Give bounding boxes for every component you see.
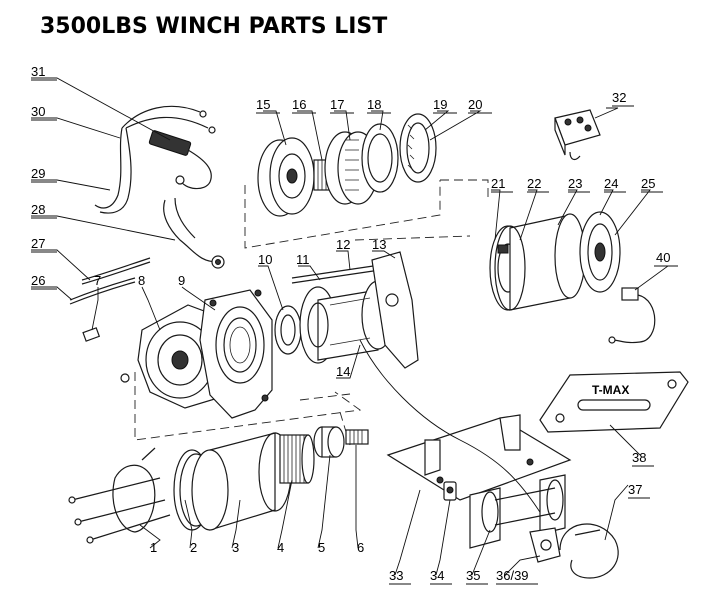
part-24-25-end-cap (579, 211, 621, 293)
part-36-39-clevis (529, 527, 561, 563)
callout-36-39: 36/39 (496, 568, 529, 583)
part-19-20-ring-gear (399, 113, 437, 183)
callout-5: 5 (318, 540, 325, 555)
callout-underlines (31, 79, 678, 585)
callout-31: 31 (31, 64, 45, 79)
part-15-brake (257, 137, 315, 217)
part-12-drum (299, 280, 395, 364)
part-28-cable (163, 197, 225, 269)
part-5-coupling (313, 426, 345, 458)
callout-34: 34 (430, 568, 444, 583)
callout-30: 30 (31, 104, 45, 119)
part-1-cover-bolts (68, 447, 171, 544)
callout-14: 14 (336, 364, 350, 379)
part-11-tie-bars (291, 264, 381, 284)
callout-20: 20 (468, 97, 482, 112)
part-32-contactor (554, 109, 601, 161)
callout-1: 1 (150, 540, 157, 555)
callout-37: 37 (628, 482, 642, 497)
part-14-wire-rope (359, 339, 546, 521)
callout-26: 26 (31, 273, 45, 288)
diagram-title: 3500LBS WINCH PARTS LIST (40, 14, 388, 39)
callout-40: 40 (656, 250, 670, 265)
part-40-switch-cable (608, 287, 656, 344)
callout-12: 12 (336, 237, 350, 252)
part-34-bolt (443, 481, 457, 501)
callout-3: 3 (232, 540, 239, 555)
part-27-26-battery-cables (69, 257, 151, 305)
callout-18: 18 (367, 97, 381, 112)
fairlead-brand-text: T-MAX (592, 383, 629, 397)
callout-11: 11 (296, 252, 310, 267)
callout-17: 17 (330, 97, 344, 112)
callout-38: 38 (632, 450, 646, 465)
callout-19: 19 (433, 97, 447, 112)
part-9-gear-housing (199, 289, 273, 419)
part-4-armature (279, 434, 315, 484)
part-23-motor (494, 213, 586, 311)
callout-32: 32 (612, 90, 626, 105)
part-3-motor-housing (191, 432, 292, 531)
callout-9: 9 (178, 273, 185, 288)
part-38-hawse-fairlead: T-MAX (539, 371, 689, 433)
part-13-end-plate (371, 251, 419, 369)
leader-lines (31, 77, 670, 576)
part-33-mounting-plate (386, 414, 572, 501)
callout-8: 8 (138, 273, 145, 288)
part-7-bolt (82, 327, 101, 342)
callout-22: 22 (527, 176, 541, 191)
callout-4: 4 (277, 540, 284, 555)
part-wiring-harness (94, 105, 216, 214)
callout-2: 2 (190, 540, 197, 555)
part-35-roller-fairlead (469, 474, 566, 549)
callout-27: 27 (31, 236, 45, 251)
callout-labels: 31 30 29 28 27 26 7 8 9 10 11 12 13 14 1… (31, 64, 670, 583)
callout-10: 10 (258, 252, 272, 267)
callout-29: 29 (31, 166, 45, 181)
callout-21: 21 (491, 176, 505, 191)
part-18-gear-ring (361, 123, 399, 193)
callout-28: 28 (31, 202, 45, 217)
part-10-bushing (274, 305, 302, 355)
callout-15: 15 (256, 97, 270, 112)
callout-25: 25 (641, 176, 655, 191)
part-6-shaft (345, 429, 369, 445)
callout-33: 33 (389, 568, 403, 583)
callout-35: 35 (466, 568, 480, 583)
callout-7: 7 (94, 273, 101, 288)
part-37-hook (559, 523, 619, 579)
callout-23: 23 (568, 176, 582, 191)
callout-6: 6 (357, 540, 364, 555)
callout-16: 16 (292, 97, 306, 112)
callout-13: 13 (372, 237, 386, 252)
assembly-guide-lines (134, 179, 489, 446)
callout-24: 24 (604, 176, 618, 191)
